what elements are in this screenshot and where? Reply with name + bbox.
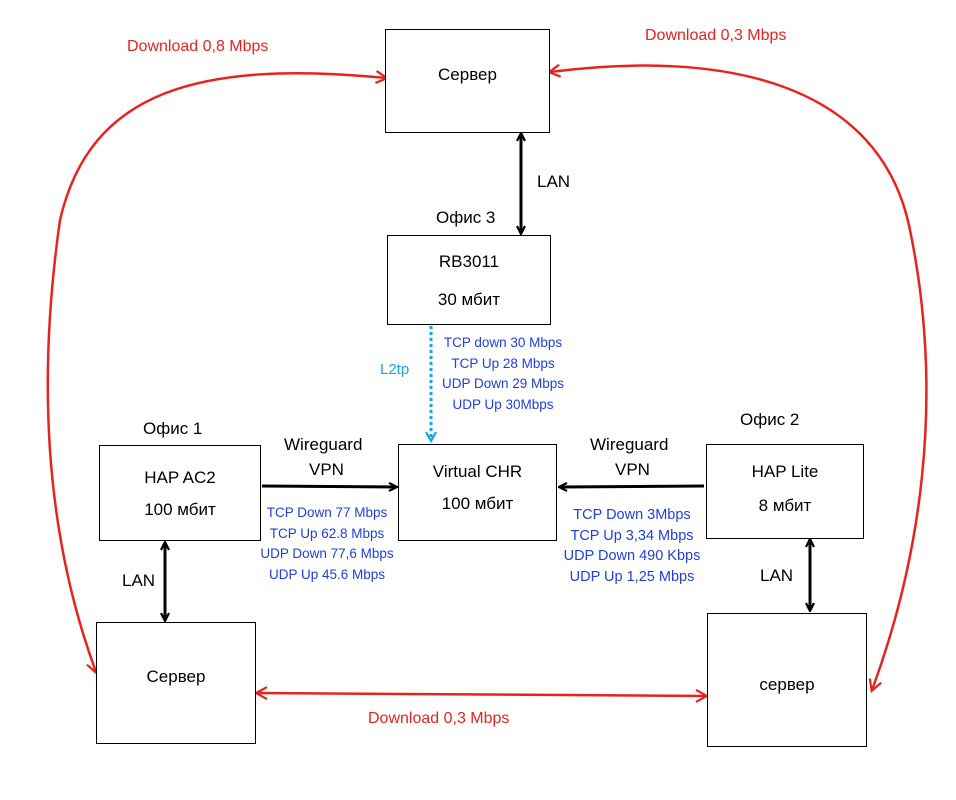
stat-line: TCP Down 77 Mbps xyxy=(266,505,388,520)
stat-line: UDP Down 490 Kbps xyxy=(563,548,701,564)
download-arrow-top-left xyxy=(46,73,386,672)
server-left-box: Сервер xyxy=(96,622,256,744)
stat-line: UDP Up 1,25 Mbps xyxy=(569,568,695,585)
hap-lite-box: HAP Lite 8 мбит xyxy=(706,444,864,539)
wireguard-arrow-right xyxy=(560,486,705,487)
hap-ac2-model: HAP AC2 xyxy=(144,468,216,487)
server-right-label: сервер xyxy=(759,675,815,694)
server-top-label: Сервер xyxy=(438,65,497,84)
l2tp-label: L2tp xyxy=(380,361,410,378)
stat-line: TCP Up 3,34 Mbps xyxy=(570,527,694,544)
hap-lite-stats: TCP Down 3Mbps TCP Up 3,34 Mbps UDP Down… xyxy=(552,505,712,587)
lan-label-left: LAN xyxy=(122,571,156,590)
lan-label-right: LAN xyxy=(760,566,794,585)
lan-label-top: LAN xyxy=(537,172,571,191)
office-2-title: Офис 2 xyxy=(740,410,800,429)
stat-line: TCP Down 3Mbps xyxy=(573,507,691,523)
download-arrow-top-right xyxy=(550,66,928,690)
wireguard-left-line2: VPN xyxy=(309,460,344,479)
stat-line: TCP Up 28 Mbps xyxy=(451,355,555,371)
office-3-title: Офис 3 xyxy=(436,208,496,227)
virtual-chr-model: Virtual CHR xyxy=(432,462,523,481)
stat-line: UDP Down 29 Mbps xyxy=(441,376,565,391)
hap-lite-model: HAP Lite xyxy=(751,462,819,481)
wireguard-right-line1: Wireguard xyxy=(590,435,669,454)
rb3011-stats: TCP down 30 Mbps TCP Up 28 Mbps UDP Down… xyxy=(432,333,574,415)
wireguard-arrow-left xyxy=(261,486,396,487)
wireguard-left-line1: Wireguard xyxy=(284,435,363,454)
virtual-chr-speed: 100 мбит xyxy=(441,494,514,513)
server-left-label: Сервер xyxy=(146,667,206,686)
download-label-top-left: Download 0,8 Mbps xyxy=(127,38,269,55)
hap-ac2-box: HAP AC2 100 мбит xyxy=(99,445,261,541)
office-1-title: Офис 1 xyxy=(143,419,203,438)
stat-line: UDP Up 30Mbps xyxy=(452,396,554,412)
rb3011-speed: 30 мбит xyxy=(437,290,501,309)
wireguard-right-line2: VPN xyxy=(615,460,650,479)
hap-ac2-stats: TCP Down 77 Mbps TCP Up 62.8 Mbps UDP Do… xyxy=(256,503,398,585)
stat-line: UDP Down 77,6 Mbps xyxy=(260,546,394,561)
stat-line: UDP Up 45.6 Mbps xyxy=(268,566,386,582)
rb3011-box: RB3011 30 мбит xyxy=(387,235,551,325)
download-label-top-right: Download 0,3 Mbps xyxy=(645,27,787,44)
hap-ac2-speed: 100 мбит xyxy=(144,500,216,519)
rb3011-model: RB3011 xyxy=(438,252,500,271)
download-label-bottom: Download 0,3 Mbps xyxy=(368,710,510,727)
server-top-box: Сервер xyxy=(385,29,550,133)
virtual-chr-box: Virtual CHR 100 мбит xyxy=(398,444,557,541)
hap-lite-speed: 8 мбит xyxy=(758,496,812,515)
stat-line: TCP down 30 Mbps xyxy=(443,335,563,350)
server-right-box: сервер xyxy=(707,613,867,747)
stat-line: TCP Up 62.8 Mbps xyxy=(269,525,385,541)
download-arrow-bottom xyxy=(257,693,706,696)
